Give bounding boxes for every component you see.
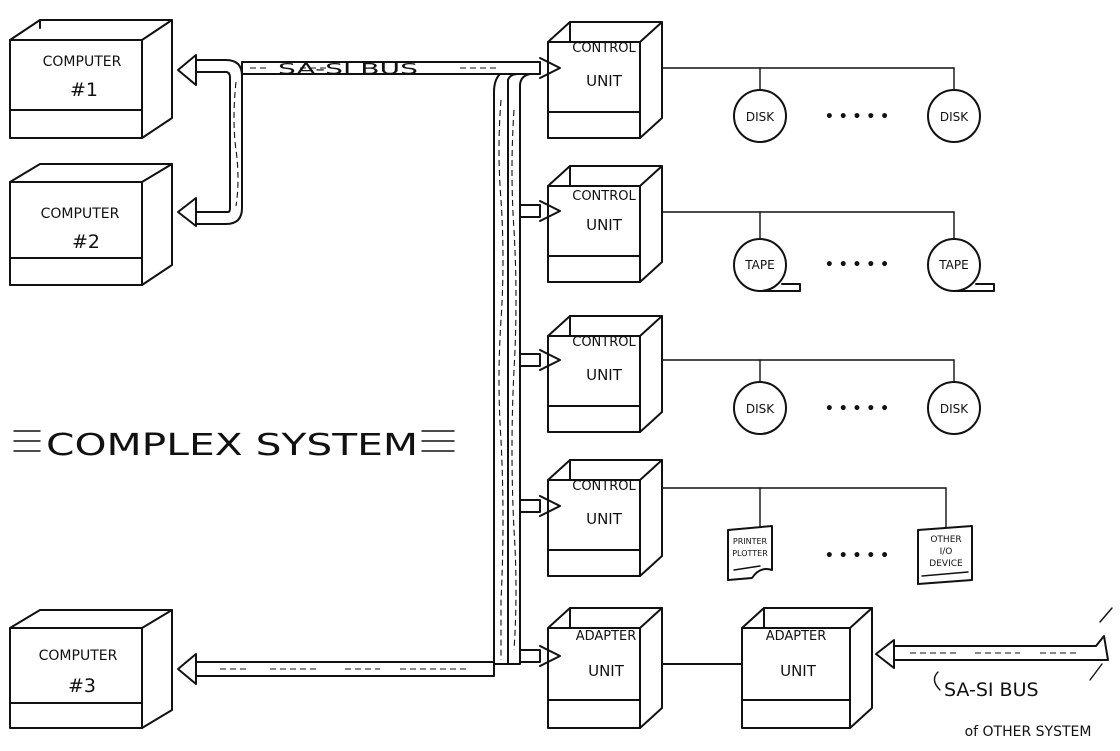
disk-2b-label: DISK	[940, 402, 969, 416]
control-unit-4-port	[539, 495, 561, 517]
control-unit-3: CONTROL UNIT	[539, 315, 663, 433]
other-bus-sublabel: of OTHER SYSTEM	[965, 724, 1092, 740]
control-unit-1-sublabel: UNIT	[586, 72, 623, 90]
plotter-label: PLOTTER	[732, 549, 768, 558]
disk-1b-label: DISK	[940, 110, 969, 124]
control-unit-3-sublabel: UNIT	[586, 366, 623, 384]
disk-row-1-separator: • • • • •	[825, 109, 889, 125]
computer-2-port	[177, 197, 197, 227]
control-unit-3-label: CONTROL	[572, 335, 636, 350]
computer-2-label: COMPUTER	[41, 206, 120, 222]
other-bus-label: SA-SI BUS	[944, 679, 1039, 701]
adapter-unit-local-port	[539, 645, 561, 667]
title-group: COMPLEX SYSTEM	[13, 428, 455, 463]
disk-1a-label: DISK	[746, 110, 775, 124]
adapter-unit-remote: ADAPTER UNIT	[741, 607, 895, 729]
bus-label: SA-SI BUS	[278, 60, 418, 78]
computer-3-number: #3	[68, 675, 96, 697]
disk-row-1: DISK • • • • • DISK	[733, 89, 981, 143]
control-unit-4: CONTROL UNIT	[539, 459, 663, 577]
control-unit-3-port	[539, 349, 561, 371]
computer-3: COMPUTER #3	[9, 609, 197, 729]
adapter-unit-local-label: ADAPTER	[576, 629, 637, 644]
disk-row-2-separator: • • • • •	[825, 401, 889, 417]
control-unit-2-sublabel: UNIT	[586, 216, 623, 234]
adapter-unit-remote-sublabel: UNIT	[780, 662, 817, 680]
other-io-line3: DEVICE	[929, 559, 963, 569]
other-io-line2: I/O	[940, 547, 953, 557]
control-unit-1-label: CONTROL	[572, 41, 636, 56]
computer-1-port	[177, 54, 197, 86]
sa-si-bus: SA-SI BUS	[195, 59, 541, 677]
printer-label: PRINTER	[733, 537, 768, 546]
other-system-bus: SA-SI BUS of OTHER SYSTEM	[893, 607, 1113, 740]
control-unit-2-port	[539, 200, 561, 222]
diagram-title: COMPLEX SYSTEM	[46, 428, 418, 463]
control-unit-1: CONTROL UNIT	[539, 21, 663, 139]
control-unit-2-label: CONTROL	[572, 189, 636, 204]
computer-1-label: COMPUTER	[43, 54, 122, 70]
control-unit-4-label: CONTROL	[572, 479, 636, 494]
computer-2-number: #2	[72, 231, 100, 253]
computer-1: COMPUTER #1	[9, 19, 197, 139]
control-unit-2: CONTROL UNIT	[539, 165, 663, 283]
control-unit-4-sublabel: UNIT	[586, 510, 623, 528]
adapter-unit-local: ADAPTER UNIT	[539, 607, 663, 729]
device-links	[661, 67, 955, 529]
other-io-device: OTHER I/O DEVICE	[917, 525, 973, 585]
disk-2a-label: DISK	[746, 402, 775, 416]
title-left-bars	[13, 430, 41, 452]
control-unit-1-port	[539, 57, 561, 79]
disk-row-2: DISK • • • • • DISK	[733, 381, 981, 435]
title-right-bars	[421, 430, 455, 452]
computer-3-port	[177, 653, 197, 685]
adapter-unit-local-sublabel: UNIT	[588, 662, 625, 680]
adapter-unit-remote-port	[875, 639, 895, 669]
tape-row: TAPE • • • • • TAPE	[733, 238, 995, 292]
computer-3-label: COMPUTER	[39, 648, 118, 664]
computer-1-number: #1	[70, 79, 98, 101]
tape-a-label: TAPE	[744, 258, 774, 272]
computer-2: COMPUTER #2	[9, 163, 197, 286]
printer-plotter: PRINTER PLOTTER	[727, 525, 773, 581]
io-row-separator: • • • • •	[825, 548, 889, 564]
other-io-line1: OTHER	[930, 535, 961, 545]
adapter-unit-remote-label: ADAPTER	[766, 629, 827, 644]
tape-row-separator: • • • • •	[825, 257, 889, 273]
tape-b-label: TAPE	[938, 258, 968, 272]
